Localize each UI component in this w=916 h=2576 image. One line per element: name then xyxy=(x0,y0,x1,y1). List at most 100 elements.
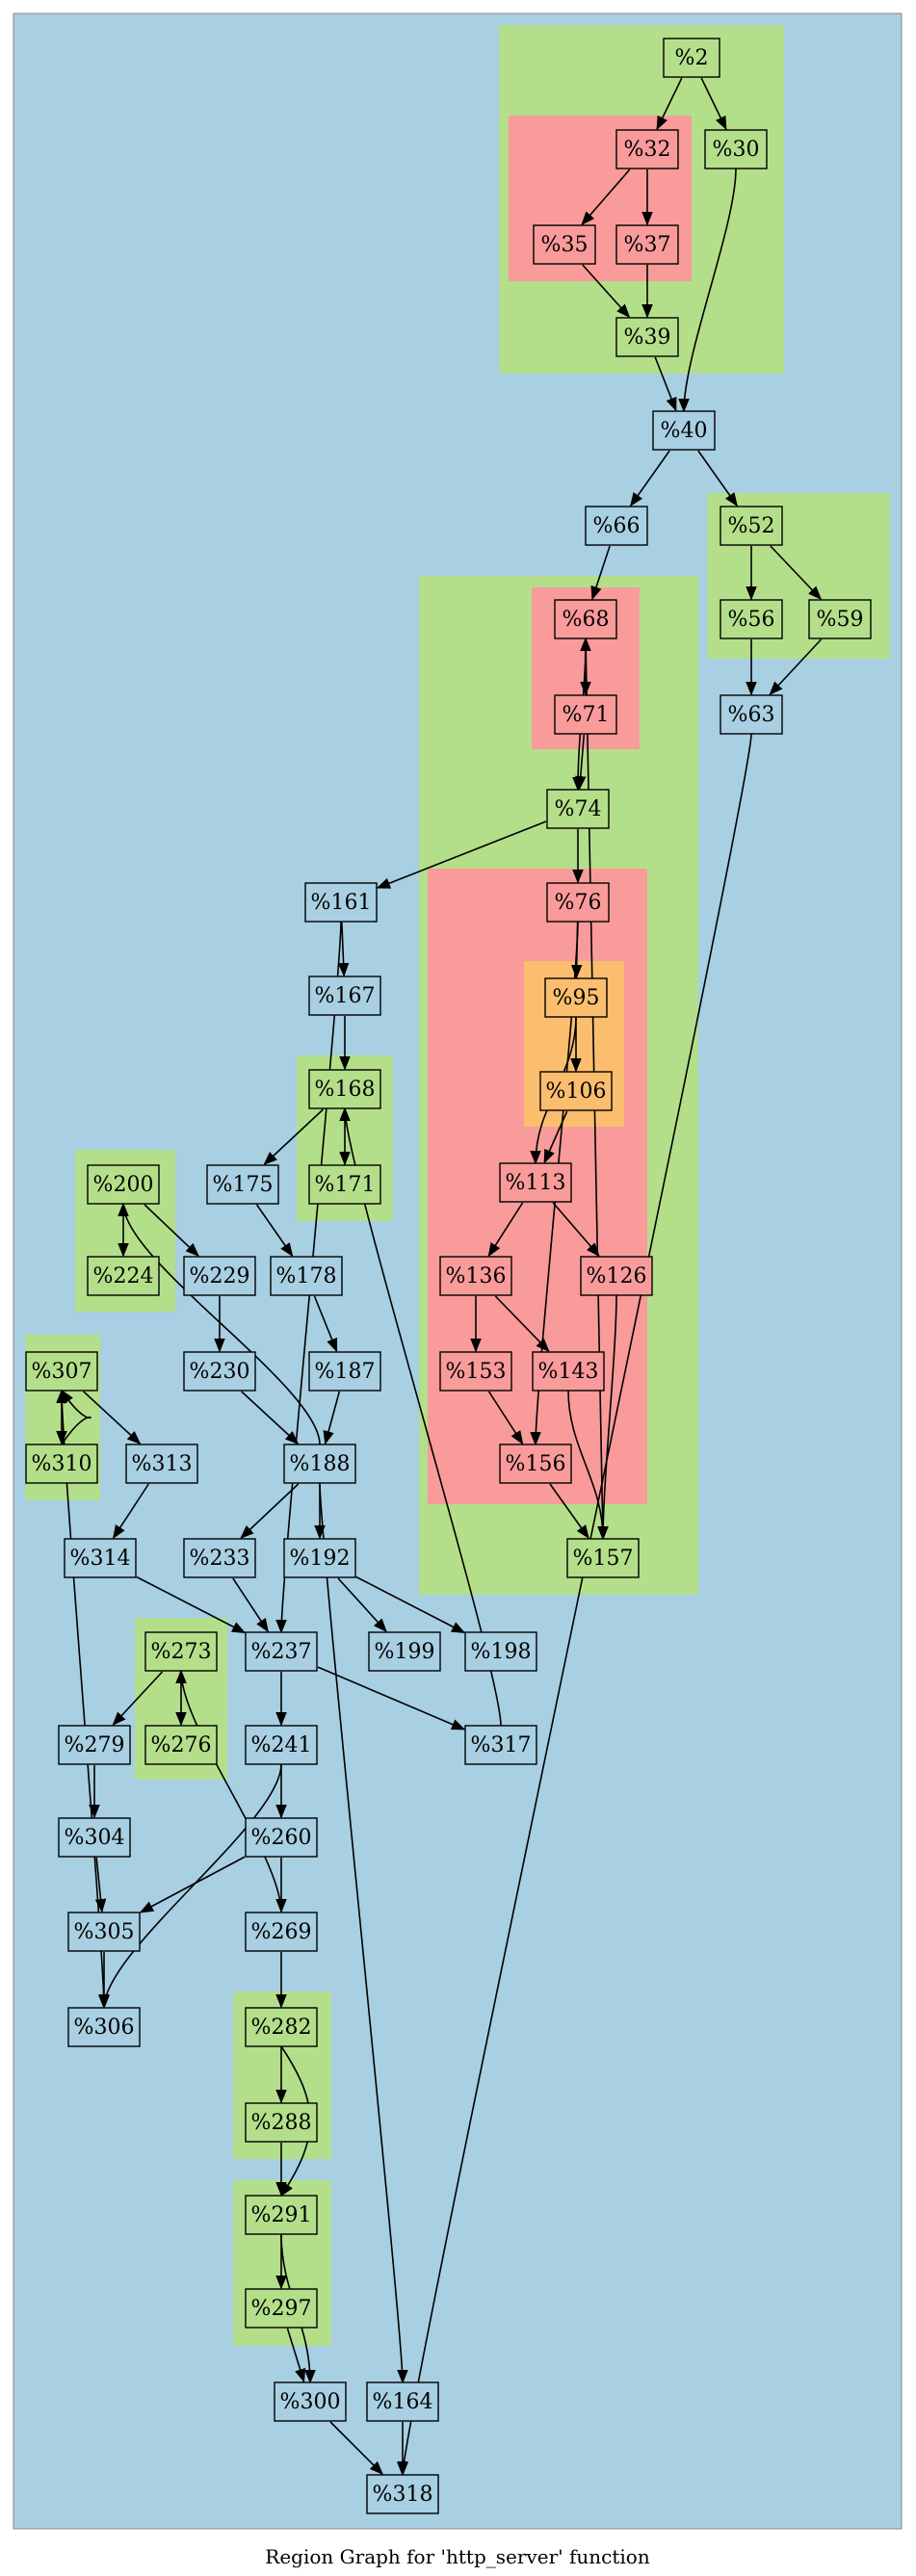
edge-n113-n126 xyxy=(552,1202,600,1258)
node-box xyxy=(87,1256,160,1296)
node-box xyxy=(144,1631,218,1672)
edge-n66-n68 xyxy=(590,545,611,601)
node-pct317: %317 xyxy=(464,1725,537,1765)
edge-n153-n156 xyxy=(487,1391,524,1445)
edge-n233-n237 xyxy=(232,1577,269,1633)
node-box xyxy=(304,882,378,923)
node-pct229: %229 xyxy=(183,1256,256,1296)
node-pct198: %198 xyxy=(464,1631,537,1672)
edge-n40-n52 xyxy=(697,450,738,507)
edge-n297-n300 xyxy=(286,2328,306,2383)
node-box xyxy=(652,410,716,451)
node-box xyxy=(539,1071,613,1111)
edge-n310-n307 xyxy=(61,1389,92,1445)
node-box xyxy=(464,1725,537,1765)
node-pct307: %307 xyxy=(25,1351,98,1392)
node-label: %178 xyxy=(276,1264,337,1288)
node-pct224: %224 xyxy=(87,1256,160,1296)
node-box xyxy=(245,2007,318,2047)
edge-n300-n318 xyxy=(329,2421,384,2476)
node-pct269: %269 xyxy=(245,1912,318,1952)
node-label: %157 xyxy=(573,1547,634,1571)
edge-n192-n199 xyxy=(337,1577,387,1633)
node-label: %273 xyxy=(151,1640,212,1664)
node-pct74: %74 xyxy=(546,789,610,829)
edge-n106-n113 xyxy=(543,1110,568,1164)
node-box xyxy=(366,2381,439,2422)
node-box xyxy=(183,1256,256,1296)
node-label: %136 xyxy=(446,1264,507,1288)
node-label: %156 xyxy=(506,1452,566,1476)
node-pct233: %233 xyxy=(183,1538,256,1578)
node-box xyxy=(25,1444,98,1484)
node-pct63: %63 xyxy=(720,694,783,735)
node-pct300: %300 xyxy=(274,2381,347,2422)
node-pct136: %136 xyxy=(439,1256,512,1296)
node-label: %198 xyxy=(471,1640,532,1664)
node-pct68: %68 xyxy=(554,599,617,639)
node-pct71: %71 xyxy=(554,694,617,735)
node-label: %95 xyxy=(553,986,600,1010)
node-pct52: %52 xyxy=(720,506,783,546)
node-pct171: %171 xyxy=(308,1164,381,1205)
node-pct273: %273 xyxy=(144,1631,218,1672)
node-label: %2 xyxy=(675,46,709,70)
node-label: %307 xyxy=(32,1360,92,1384)
node-label: %187 xyxy=(315,1360,376,1384)
edge-n39-n40 xyxy=(654,356,677,412)
node-label: %233 xyxy=(190,1547,250,1571)
node-box xyxy=(368,1631,441,1672)
node-label: %305 xyxy=(74,1920,135,1944)
node-pct188: %188 xyxy=(283,1444,356,1484)
node-box xyxy=(308,1069,381,1109)
node-box xyxy=(585,506,648,546)
edge-n260-n305 xyxy=(139,1856,246,1913)
node-box xyxy=(283,1538,356,1578)
node-box xyxy=(663,38,720,78)
node-box xyxy=(704,129,768,169)
node-pct291: %291 xyxy=(245,2195,318,2235)
node-box xyxy=(144,1725,218,1765)
node-label: %66 xyxy=(593,514,641,538)
node-pct187: %187 xyxy=(308,1351,381,1392)
node-label: %40 xyxy=(661,419,708,443)
node-box xyxy=(245,2288,318,2329)
node-pct305: %305 xyxy=(67,1912,141,1952)
node-box xyxy=(206,1164,279,1205)
node-label: %37 xyxy=(624,233,671,257)
node-pct318: %318 xyxy=(366,2474,439,2514)
node-label: %200 xyxy=(93,1173,154,1197)
edge-n175-n178 xyxy=(255,1204,294,1258)
node-pct178: %178 xyxy=(270,1256,343,1296)
node-label: %175 xyxy=(213,1173,274,1197)
node-label: %30 xyxy=(713,138,760,162)
edge-n187-n188 xyxy=(323,1391,341,1445)
node-label: %59 xyxy=(817,608,864,632)
node-box xyxy=(499,1162,572,1203)
node-label: %276 xyxy=(151,1733,212,1757)
node-pct157: %157 xyxy=(566,1538,640,1578)
node-label: %106 xyxy=(546,1080,607,1104)
node-label: %74 xyxy=(555,797,602,821)
node-pct297: %297 xyxy=(245,2288,318,2329)
node-pct126: %126 xyxy=(580,1256,653,1296)
edge-n273-n279 xyxy=(112,1671,164,1727)
node-label: %35 xyxy=(541,233,589,257)
edge-n269-n273 xyxy=(175,1669,282,1913)
node-box xyxy=(274,2381,347,2422)
edge-n314-n237 xyxy=(136,1575,247,1634)
edge-n237-n317 xyxy=(317,1666,466,1730)
node-label: %76 xyxy=(555,891,602,915)
node-label: %126 xyxy=(587,1264,647,1288)
node-pct192: %192 xyxy=(283,1538,356,1578)
node-label: %310 xyxy=(32,1452,92,1476)
node-label: %300 xyxy=(280,2390,341,2414)
edge-n200-n229 xyxy=(144,1204,199,1257)
node-label: %237 xyxy=(251,1640,312,1664)
node-label: %229 xyxy=(190,1264,250,1288)
node-box xyxy=(808,599,872,639)
node-pct39: %39 xyxy=(615,317,679,357)
node-label: %63 xyxy=(728,703,775,727)
node-box xyxy=(58,1725,131,1765)
